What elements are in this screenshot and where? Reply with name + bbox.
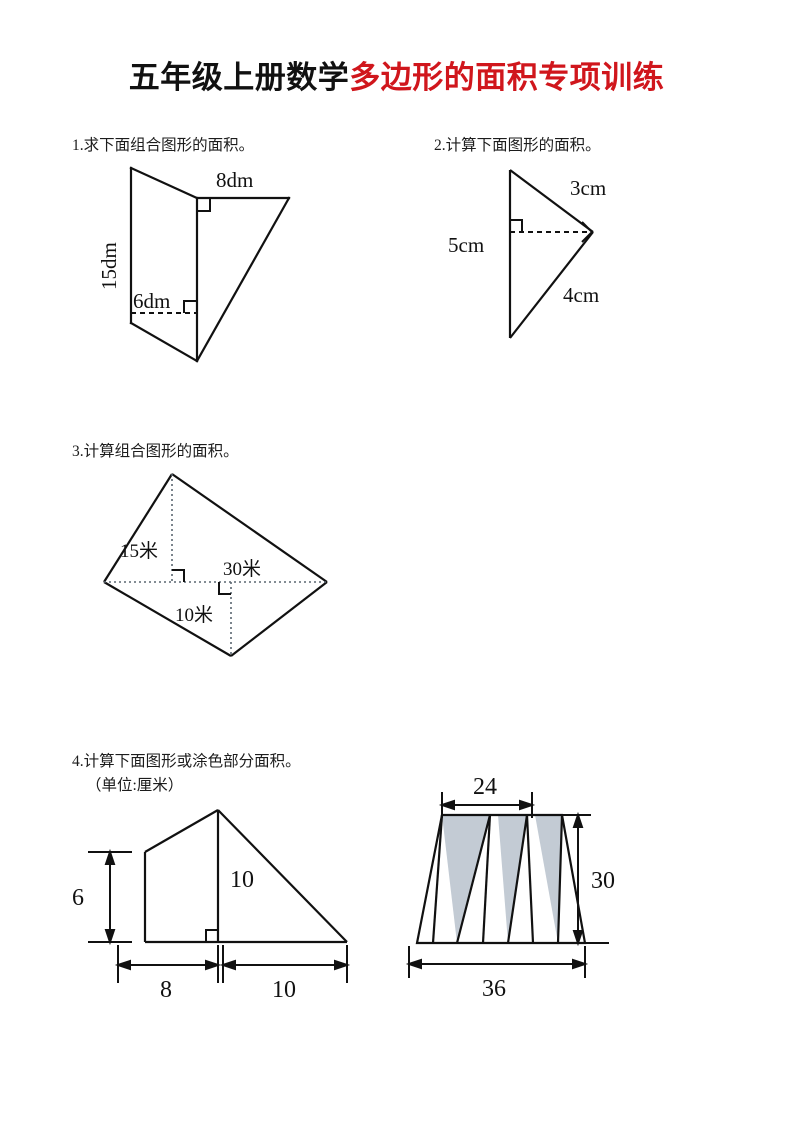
problem-3-prompt-text: 3.计算组合图形的面积。 (72, 443, 239, 460)
page-title-red-part: 多边形的面积专项训练 (349, 60, 665, 95)
figure4b-dim36-arrowhead-right (572, 958, 589, 970)
figure2-lower-right-side (509, 231, 594, 339)
figure4b-dim36-arrowhead-left (405, 958, 422, 970)
problem-2-figure: 3cm 5cm 4cm (430, 160, 730, 360)
problem-4-prompt-subtext: （单位:厘米） (86, 777, 184, 795)
figure4a-label-base-right: 10 (272, 977, 296, 1003)
figure2-label-upper-side: 3cm (570, 176, 606, 200)
figure2-right-angle-mark-vertex (581, 221, 594, 243)
problem-4-prompt-text: 4.计算下面图形或涂色部分面积。 (72, 753, 301, 770)
figure1-label-top: 8dm (216, 168, 253, 192)
figure3-label-diagonal: 30米 (223, 558, 261, 580)
problem-1-figure: 8dm 15dm 6dm (70, 160, 400, 375)
figure4a-upper-left-slant (144, 809, 219, 853)
figure4a-label-base-left: 8 (160, 977, 172, 1003)
figure2-right-angle-mark-height (510, 219, 523, 232)
problem-1-prompt-text: 1.求下面组合图形的面积。 (72, 137, 255, 154)
figure4a-dim10-arrowhead-right (334, 959, 351, 971)
figure3-label-lower-height: 10米 (175, 604, 213, 626)
figure4a-label-left-height: 6 (72, 885, 84, 911)
figure4a-dim10-arrowhead-left (219, 959, 236, 971)
figure4b-label-bottom-base: 36 (482, 976, 506, 1002)
figure1-bottom-slant (129, 321, 199, 363)
problem-1-prompt: 1.求下面组合图形的面积。 (72, 134, 254, 158)
problem-2-prompt-text: 2.计算下面图形的面积。 (434, 137, 601, 154)
figure3-right-angle-mark-upper (172, 569, 185, 582)
figure3-lower-right-edge (230, 581, 328, 657)
figure3-upper-right-edge (171, 473, 328, 583)
figure4b-zigzag-line-4 (506, 814, 529, 944)
figure2-upper-right-side (509, 169, 594, 233)
figure1-right-slant (195, 196, 291, 363)
figure4a-right-angle-mark (205, 929, 218, 942)
figure4b-zigzag-line-2 (455, 814, 492, 944)
figure4b-zigzag-line-6 (556, 814, 564, 944)
figure3-label-upper-height: 15米 (120, 540, 158, 562)
problem-4-figure-b: 24 30 36 (395, 774, 645, 1005)
page-title: 五年级上册数学多边形的面积专项训练 (0, 52, 793, 97)
figure4a-dim6-arrowhead-top (104, 848, 116, 865)
figure4a-label-middle-height: 10 (230, 867, 254, 893)
figure4a-dim6-arrowhead-bottom (104, 929, 116, 946)
problem-4-figure-a: 6 10 8 10 (60, 805, 380, 1005)
problem-3-figure: 15米 30米 10米 (80, 465, 370, 670)
figure4b-zigzag-line-3 (481, 814, 492, 944)
figure4b-dim30-arrowhead-bottom (572, 930, 584, 947)
figure4b-zigzag-line-5 (525, 814, 535, 944)
problem-4-prompt: 4.计算下面图形或涂色部分面积。 （单位:厘米） (72, 750, 301, 798)
figure4a-right-slant (217, 809, 348, 943)
figure4b-dim30-arrowhead-top (572, 811, 584, 828)
figure4a-dim8-arrowhead-left (114, 959, 131, 971)
page-title-black-part: 五年级上册数学 (128, 60, 350, 95)
figure4b-dim24-arrowhead-left (438, 799, 455, 811)
figure3-right-angle-mark-lower (218, 582, 231, 595)
figure3-lower-left-edge (103, 581, 232, 657)
figure1-label-left: 15dm (97, 242, 121, 290)
problem-3-prompt: 3.计算组合图形的面积。 (72, 440, 239, 464)
figure1-top-slant (129, 166, 199, 200)
figure4a-dim8-arrowhead-right (205, 959, 222, 971)
figure4b-label-height: 30 (591, 868, 615, 894)
figure1-right-angle-mark-bottom (183, 300, 197, 313)
figure2-label-lower-side: 4cm (563, 283, 599, 307)
figure4b-shaded-triangle-1 (442, 815, 490, 943)
problem-2-prompt: 2.计算下面图形的面积。 (434, 134, 601, 158)
figure4b-dim24-arrowhead-right (519, 799, 536, 811)
figure4b-shaded-triangle-2 (498, 815, 527, 943)
figure4b-shaded-triangle-3 (535, 815, 562, 943)
figure1-label-dashed: 6dm (133, 289, 170, 313)
figure2-label-left-side: 5cm (448, 233, 484, 257)
figure1-right-angle-mark-top (197, 198, 211, 212)
figure4b-zigzag-line-1 (431, 814, 444, 944)
figure3-upper-left-edge (103, 473, 173, 583)
figure4b-label-top-base: 24 (473, 774, 497, 800)
